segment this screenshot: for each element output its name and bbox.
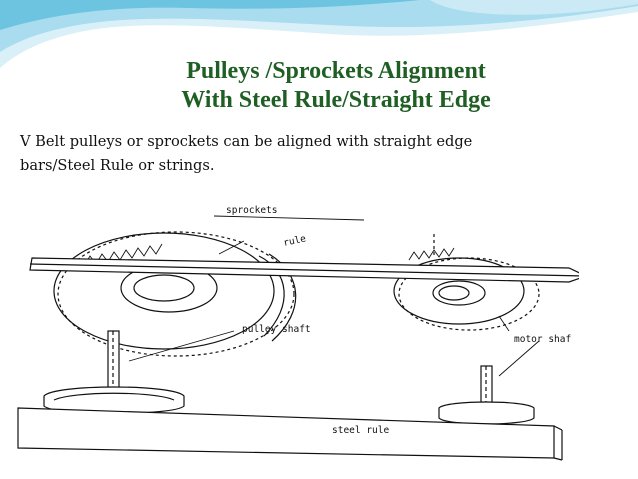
slide-title-line-2: With Steel Rule/Straight Edge: [181, 87, 491, 113]
motor-shaft: [438, 365, 535, 425]
slide-title-line-1: Pulleys /Sprockets Alignment: [186, 58, 486, 84]
alignment-diagram: sprockets rule pulley shaft motor shaf s…: [17, 205, 579, 461]
label-motor-shaft: motor shaf: [514, 334, 571, 345]
base-steel-rule: [17, 407, 563, 461]
label-pulley-shaft: pulley shaft: [242, 324, 311, 335]
header-wave-decoration: [0, 0, 638, 68]
straight-edge-rule: [29, 257, 579, 283]
large-sprocket: [53, 231, 297, 357]
label-sprockets: sprockets: [226, 205, 277, 216]
body-text-line-1: V Belt pulleys or sprockets can be align…: [20, 133, 473, 150]
label-rule: rule: [282, 233, 307, 249]
label-steel-rule: steel rule: [332, 425, 389, 436]
body-text-line-2: bars/Steel Rule or strings.: [20, 157, 215, 174]
pulley-shaft: [43, 330, 185, 415]
small-sprocket: [393, 234, 540, 331]
